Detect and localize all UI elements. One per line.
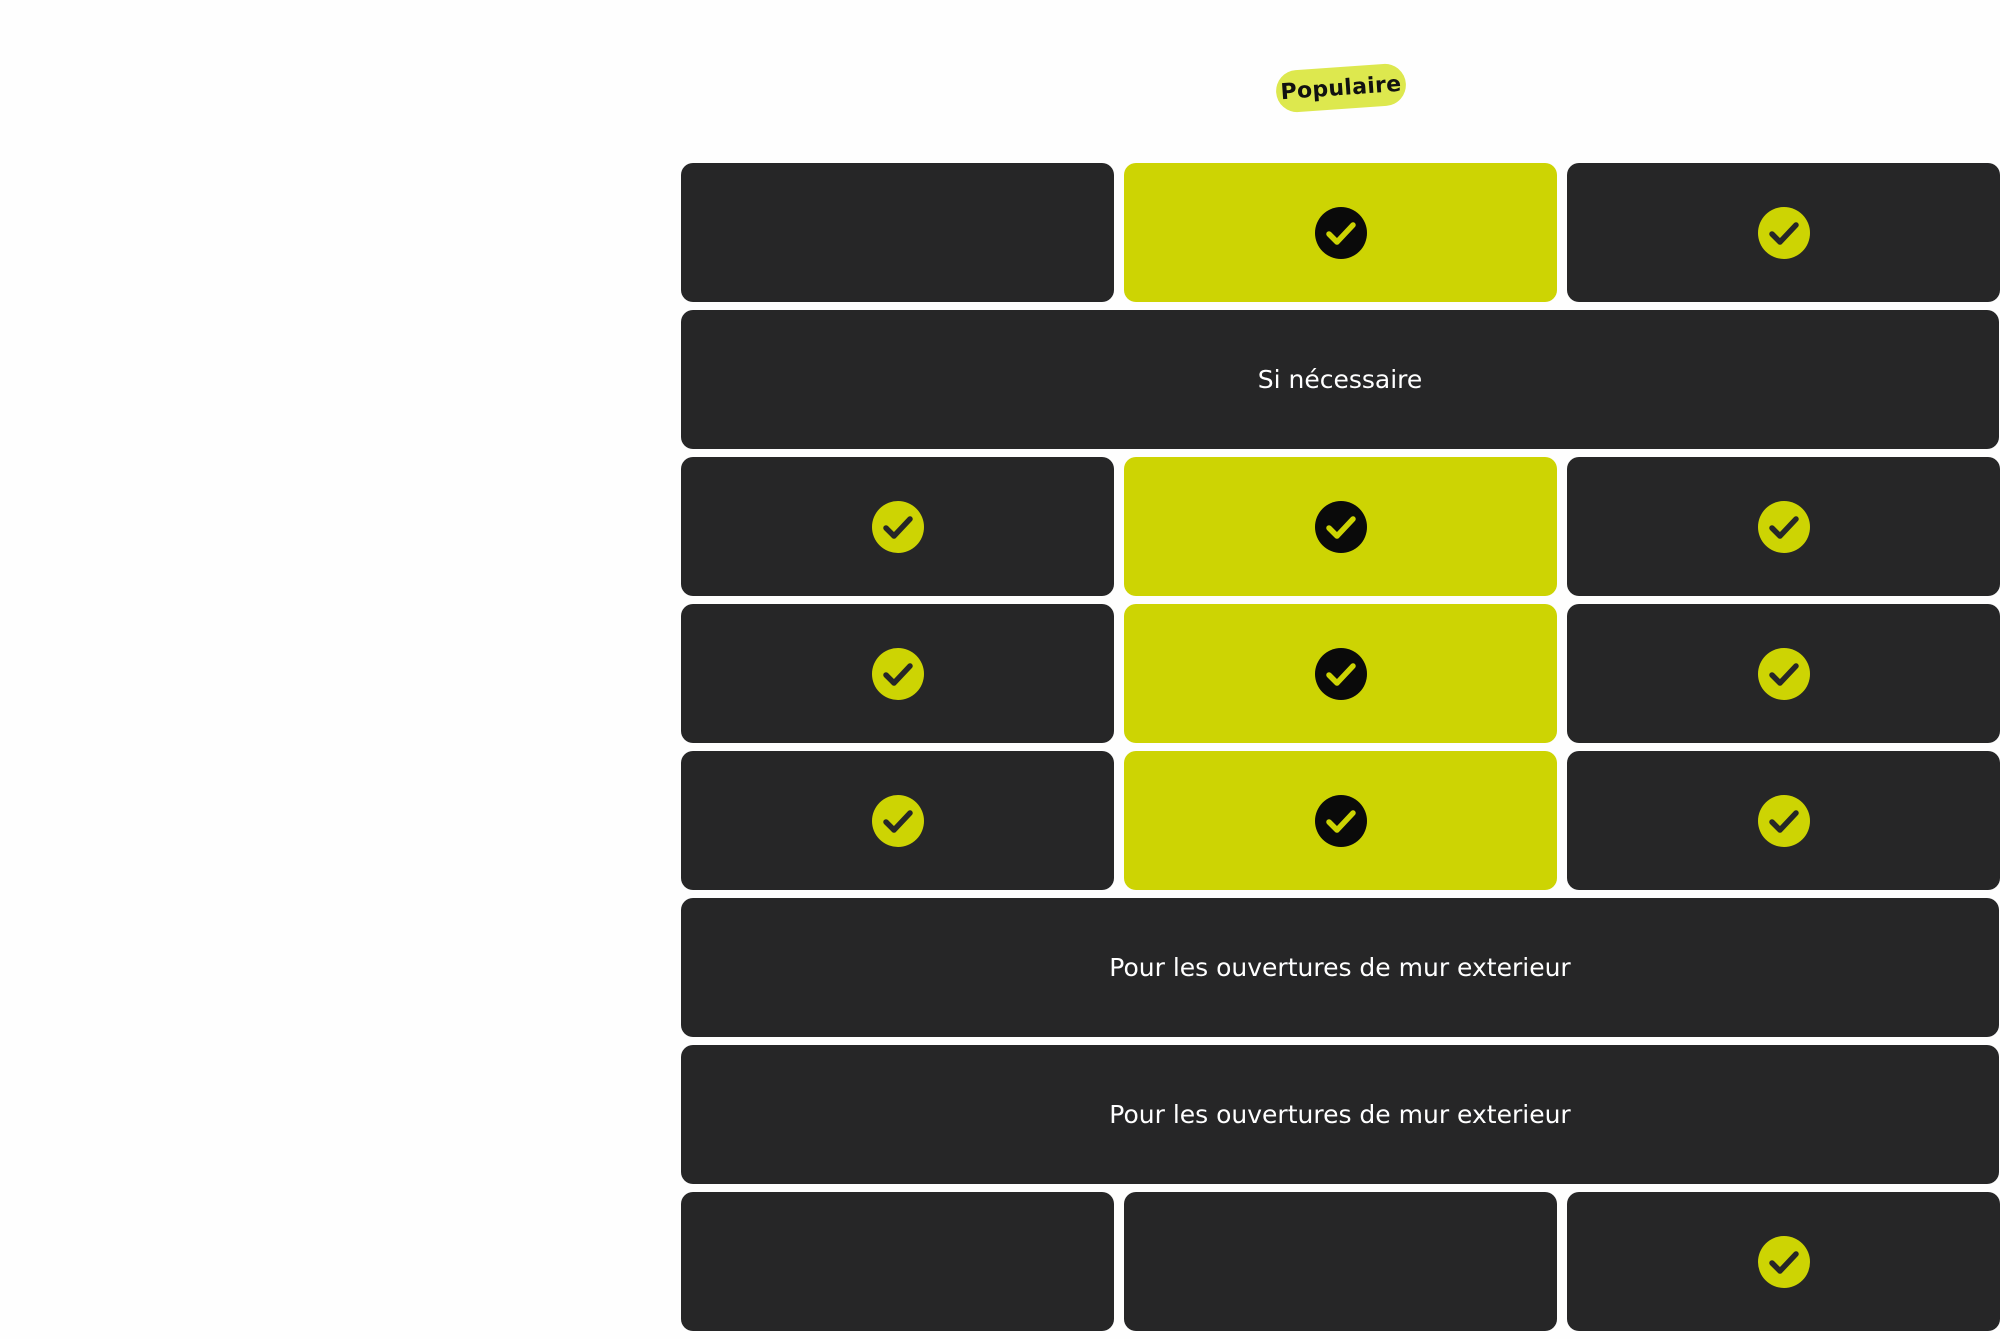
check-icon: [1757, 794, 1810, 847]
check-icon: [1757, 500, 1810, 553]
table-cell-plan-2: [1124, 457, 1557, 596]
check-icon: [1314, 500, 1367, 553]
table-row: [681, 604, 2000, 743]
check-icon: [1757, 1235, 1810, 1288]
check-icon: [1314, 206, 1367, 259]
popular-badge: Populaire: [1274, 62, 1408, 114]
table-cell-plan-3: [1567, 163, 2000, 302]
table-row: Pour les ouvertures de mur exterieur: [681, 1045, 2000, 1184]
table-row: [681, 457, 2000, 596]
table-cell-plan-1: [681, 1192, 1114, 1331]
check-icon: [871, 647, 924, 700]
table-row: [681, 163, 2000, 302]
table-cell-plan-1: [681, 604, 1114, 743]
table-cell-plan-3: [1567, 751, 2000, 890]
table-row: [681, 751, 2000, 890]
check-icon: [1314, 794, 1367, 847]
table-cell-span: Si nécessaire: [681, 310, 1999, 449]
table-cell-plan-2: [1124, 1192, 1557, 1331]
table-row: [681, 1192, 2000, 1331]
comparison-grid: Si nécessaire: [681, 163, 2000, 1339]
table-cell-span: Pour les ouvertures de mur exterieur: [681, 1045, 1999, 1184]
table-cell-plan-2: [1124, 163, 1557, 302]
table-row: Si nécessaire: [681, 310, 2000, 449]
table-cell-plan-1: [681, 751, 1114, 890]
table-row: Pour les ouvertures de mur exterieur: [681, 898, 2000, 1037]
check-icon: [1757, 647, 1810, 700]
table-cell-plan-2: [1124, 604, 1557, 743]
check-icon: [1757, 206, 1810, 259]
check-icon: [871, 794, 924, 847]
table-cell-plan-3: [1567, 457, 2000, 596]
check-icon: [1314, 647, 1367, 700]
table-cell-plan-1: [681, 457, 1114, 596]
table-cell-plan-3: [1567, 604, 2000, 743]
table-cell-plan-1: [681, 163, 1114, 302]
table-cell-span: Pour les ouvertures de mur exterieur: [681, 898, 1999, 1037]
table-cell-plan-3: [1567, 1192, 2000, 1331]
table-cell-plan-2: [1124, 751, 1557, 890]
check-icon: [871, 500, 924, 553]
